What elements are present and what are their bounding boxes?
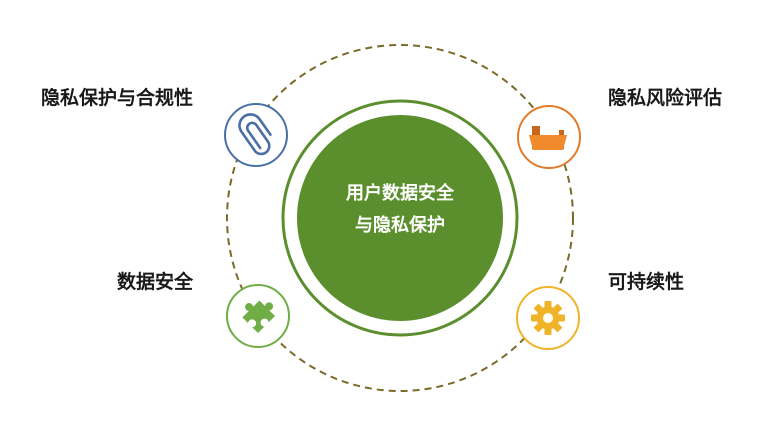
node-sustainability (516, 286, 580, 350)
label-privacy-compliance: 隐私保护与合规性 (40, 87, 193, 109)
puzzle-icon (242, 300, 275, 333)
node-risk-assessment (517, 105, 581, 169)
label-risk-assessment: 隐私风险评估 (608, 87, 723, 109)
folder-icon (529, 124, 567, 150)
label-sustainability: 可持续性 (608, 271, 685, 293)
center-title-line2: 与隐私保护 (355, 215, 445, 236)
center-circle (297, 115, 503, 321)
paperclip-icon (238, 113, 272, 156)
orbit-ring (226, 44, 574, 392)
center-title: 用户数据安全 与隐私保护 (300, 178, 500, 242)
label-data-security: 数据安全 (116, 271, 193, 293)
center-title-line1: 用户数据安全 (346, 183, 454, 204)
node-privacy-compliance (224, 103, 288, 167)
gear-icon (531, 301, 565, 335)
node-data-security (226, 284, 290, 348)
center-outer-ring (281, 99, 519, 337)
